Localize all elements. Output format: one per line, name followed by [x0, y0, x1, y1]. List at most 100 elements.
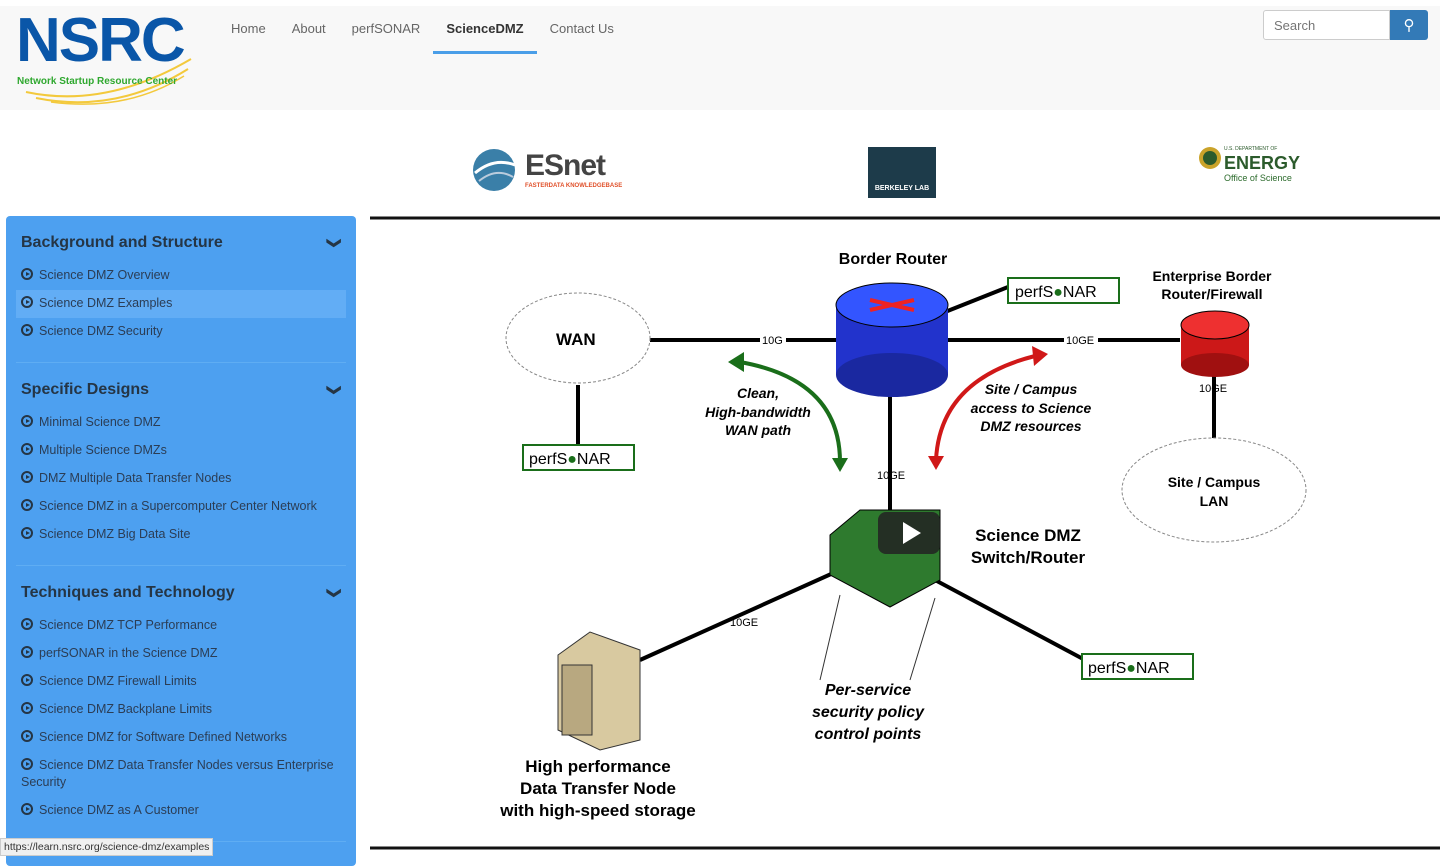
sidebar-item-label: DMZ Multiple Data Transfer Nodes [39, 471, 232, 485]
sidebar-item[interactable]: Science DMZ TCP Performance [16, 612, 346, 640]
border-router-label: Border Router [839, 251, 947, 268]
header: NSRC Network Startup Resource Center Hom… [0, 6, 1440, 110]
play-circle-icon [21, 702, 33, 714]
sidebar-item-label: Science DMZ for Software Defined Network… [39, 730, 288, 744]
svg-text:DMZ resources: DMZ resources [980, 418, 1081, 434]
sidebar-item[interactable]: Science DMZ Examples [16, 290, 346, 318]
perfsonar-box: perfS●NAR [1081, 653, 1194, 680]
svg-text:Per-service: Per-service [825, 682, 911, 699]
svg-text:High-bandwidth: High-bandwidth [705, 404, 811, 420]
sidebar-item[interactable]: Science DMZ for Software Defined Network… [16, 724, 346, 752]
border-router-icon [835, 282, 949, 397]
doe-seal-icon [1199, 147, 1221, 169]
play-circle-icon [21, 296, 33, 308]
berkeley-lab-logo[interactable]: BERKELEY LAB [868, 147, 936, 198]
sidebar-item[interactable]: Science DMZ Overview [16, 262, 346, 290]
sidebar-item[interactable]: Science DMZ in a Supercomputer Center Ne… [16, 493, 346, 521]
sidebar-item-label: Minimal Science DMZ [39, 415, 161, 429]
section-title: Background and Structure [21, 234, 223, 251]
dmz-switch-icon [829, 509, 941, 608]
play-circle-icon [21, 646, 33, 658]
esnet-globe-icon [473, 149, 516, 191]
search-form: ⚲ [1263, 10, 1428, 40]
play-circle-icon [21, 803, 33, 815]
sidebar-item[interactable]: Science DMZ as A Customer [16, 797, 346, 825]
status-bar-url: https://learn.nsrc.org/science-dmz/examp… [0, 838, 214, 856]
sidebar-item-label: Science DMZ in a Supercomputer Center Ne… [39, 499, 317, 513]
logo-swoosh-icon [25, 58, 192, 105]
search-input[interactable] [1263, 10, 1390, 40]
sidebar-item[interactable]: Science DMZ Security [16, 318, 346, 346]
nav-contact[interactable]: Contact Us [549, 21, 614, 36]
doe-name: ENERGY [1224, 153, 1301, 173]
svg-text:Data Transfer Node: Data Transfer Node [520, 779, 676, 798]
doe-top: U.S. DEPARTMENT OF [1224, 146, 1278, 152]
play-circle-icon [21, 415, 33, 427]
sidebar-item-label: Science DMZ Data Transfer Nodes versus E… [21, 758, 334, 789]
search-button[interactable]: ⚲ [1390, 10, 1428, 40]
sidebar-item-label: Science DMZ Overview [39, 268, 170, 282]
play-circle-icon [21, 730, 33, 742]
nav-sciencedmz[interactable]: ScienceDMZ [433, 6, 537, 54]
sidebar: Background and Structure❯ Science DMZ Ove… [6, 216, 356, 866]
play-circle-icon [21, 471, 33, 483]
enterprise-router-icon [1180, 310, 1250, 377]
svg-text:perfS●NAR: perfS●NAR [1015, 284, 1097, 301]
nav-perfsonar[interactable]: perfSONAR [351, 21, 421, 36]
sidebar-section: Specific Designs❯ Minimal Science DMZ Mult… [16, 363, 346, 566]
science-dmz-diagram[interactable]: 10G 10GE 10GE 10GE 10GE WAN Site / Campu… [370, 216, 1440, 856]
sidebar-item-label: perfSONAR in the Science DMZ [39, 646, 218, 660]
sidebar-item[interactable]: Science DMZ Firewall Limits [16, 668, 346, 696]
sidebar-item-label: Science DMZ Big Data Site [39, 527, 191, 541]
svg-text:perfS●NAR: perfS●NAR [529, 451, 611, 468]
lan-link-label: 10GE [1199, 383, 1227, 395]
svg-text:Clean,: Clean, [737, 385, 779, 401]
sidebar-item[interactable]: Science DMZ Big Data Site [16, 521, 346, 549]
dtn-link-label: 10GE [730, 617, 758, 629]
sidebar-item[interactable]: Science DMZ Backplane Limits [16, 696, 346, 724]
nsrc-logo[interactable]: NSRC Network Startup Resource Center [16, 10, 196, 109]
wan-cloud: WAN [505, 292, 651, 384]
sidebar-section-header[interactable]: Specific Designs❯ [16, 373, 346, 409]
svg-text:High performance: High performance [525, 757, 670, 776]
play-circle-icon [21, 618, 33, 630]
sidebar-item-label: Multiple Science DMZs [39, 443, 167, 457]
perfsonar-box: perfS●NAR [522, 444, 635, 471]
sidebar-item-label: Science DMZ Examples [39, 296, 173, 310]
enterprise-label-1: Enterprise Border [1152, 268, 1272, 284]
svg-text:control points: control points [815, 726, 922, 743]
enterprise-link-label: 10GE [1066, 335, 1094, 347]
section-title: Techniques and Technology [21, 584, 235, 601]
play-circle-icon [21, 674, 33, 686]
doe-logo[interactable]: U.S. DEPARTMENT OF ENERGY Office of Scie… [1198, 146, 1300, 184]
svg-text:perfS●NAR: perfS●NAR [1088, 660, 1170, 677]
sidebar-section-header[interactable]: Techniques and Technology❯ [16, 576, 346, 612]
esnet-name: ESnet [525, 149, 606, 182]
sidebar-item-label: Science DMZ TCP Performance [39, 618, 218, 632]
sidebar-item[interactable]: Multiple Science DMZs [16, 437, 346, 465]
play-circle-icon [21, 758, 33, 770]
svg-text:WAN: WAN [556, 330, 596, 349]
berkeley-lab-name: BERKELEY LAB [874, 185, 930, 192]
sidebar-section-header[interactable]: Background and Structure❯ [16, 226, 346, 262]
main-nav: Home About perfSONAR ScienceDMZ Contact … [218, 6, 627, 54]
nav-home[interactable]: Home [231, 21, 266, 36]
sidebar-item[interactable]: Science DMZ Data Transfer Nodes versus E… [16, 752, 346, 797]
sidebar-item[interactable]: DMZ Multiple Data Transfer Nodes [16, 465, 346, 493]
esnet-logo[interactable]: ESnet FASTERDATA KNOWLEDGEBASE [471, 147, 622, 193]
nav-about[interactable]: About [291, 21, 326, 36]
sidebar-item[interactable]: Minimal Science DMZ [16, 409, 346, 437]
doe-subtitle: Office of Science [1224, 173, 1292, 183]
play-circle-icon [21, 499, 33, 511]
arrows [728, 346, 1048, 681]
sidebar-item[interactable]: perfSONAR in the Science DMZ [16, 640, 346, 668]
dmz-link-label: 10GE [877, 470, 905, 482]
svg-text:access to Science: access to Science [971, 400, 1092, 416]
perfsonar-box: perfS●NAR [1007, 277, 1120, 304]
sidebar-section: Background and Structure❯ Science DMZ Ove… [16, 216, 346, 363]
sidebar-item-label: Science DMZ Security [39, 324, 163, 338]
dmz-label-2: Switch/Router [971, 548, 1086, 567]
